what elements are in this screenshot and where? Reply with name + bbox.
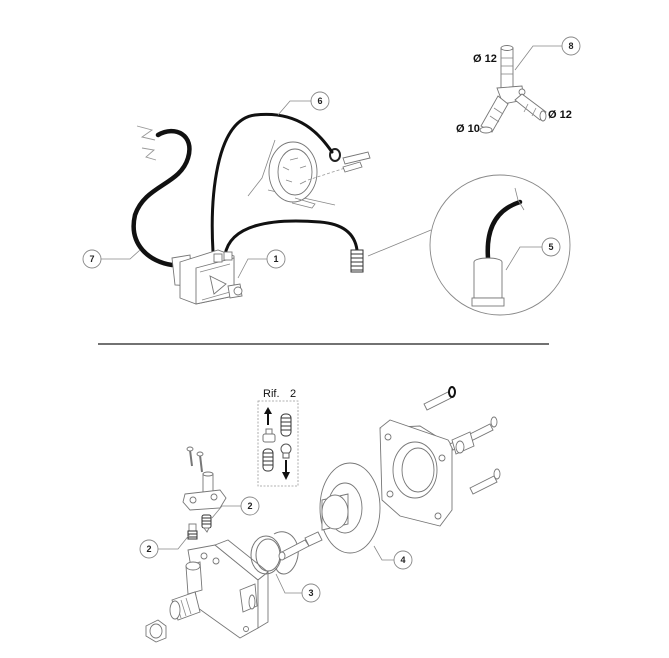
arrow-up-icon xyxy=(264,407,272,425)
hose-break-mark xyxy=(136,125,157,161)
three-way-fitting xyxy=(479,45,547,134)
valve-holder xyxy=(182,471,227,511)
screw-middle xyxy=(449,416,498,455)
reference-number: 2 xyxy=(290,388,296,400)
spring-icon xyxy=(280,413,292,437)
pump-body xyxy=(171,249,243,305)
callout-2-left: 2 xyxy=(139,533,191,559)
diaphragm xyxy=(319,462,381,554)
reference-label: Rif. xyxy=(263,388,280,400)
callout-4: 4 xyxy=(373,545,413,570)
callout-1: 1 xyxy=(237,249,286,279)
foot-filter-detail-circle xyxy=(367,174,571,316)
svg-text:2: 2 xyxy=(146,544,151,554)
callout-6: 6 xyxy=(277,91,330,116)
diaphragm-shaft xyxy=(278,531,323,561)
callout-8: 8 xyxy=(514,36,581,71)
lock-nut xyxy=(145,619,167,643)
callout-5: 5 xyxy=(505,237,561,271)
foot-filter-small xyxy=(350,249,364,273)
arrow-down-icon xyxy=(282,460,290,480)
dimension-label-right: Ø 12 xyxy=(548,109,572,121)
valve-ball-icon xyxy=(280,443,292,459)
screw-top xyxy=(423,386,456,411)
callout-7: 7 xyxy=(82,249,141,269)
valve-cartridge-left xyxy=(187,523,198,540)
svg-text:3: 3 xyxy=(308,588,313,598)
top-assembly: Ø 12 Ø 12 Ø 10 7 1 6 xyxy=(82,36,581,316)
valve-cartridge-right xyxy=(201,514,212,533)
pump-flange-housing xyxy=(379,419,453,527)
screws-top xyxy=(186,446,204,473)
valve-orientation-box xyxy=(257,400,299,487)
bottom-assembly: Rif. 2 xyxy=(139,386,501,643)
svg-text:4: 4 xyxy=(400,555,405,565)
hose-foot-filter xyxy=(223,219,359,257)
pump-head-body xyxy=(169,539,269,639)
hose-6 xyxy=(210,112,334,254)
dimension-label-left: Ø 10 xyxy=(456,123,480,135)
svg-text:6: 6 xyxy=(317,96,322,106)
svg-text:5: 5 xyxy=(548,242,553,252)
valve-poppet-icon xyxy=(262,428,276,443)
svg-text:2: 2 xyxy=(247,501,252,511)
svg-text:7: 7 xyxy=(89,254,94,264)
callout-3: 3 xyxy=(275,573,321,603)
hose-7 xyxy=(131,128,192,268)
callout-2-right: 2 xyxy=(211,496,260,519)
screw-bottom xyxy=(469,468,501,495)
retaining-ring xyxy=(273,531,299,575)
spring-icon xyxy=(262,448,274,472)
svg-text:1: 1 xyxy=(273,254,278,264)
tank-wall-injection-point xyxy=(247,139,371,209)
svg-text:8: 8 xyxy=(568,41,573,51)
dimension-label-top: Ø 12 xyxy=(473,53,497,65)
